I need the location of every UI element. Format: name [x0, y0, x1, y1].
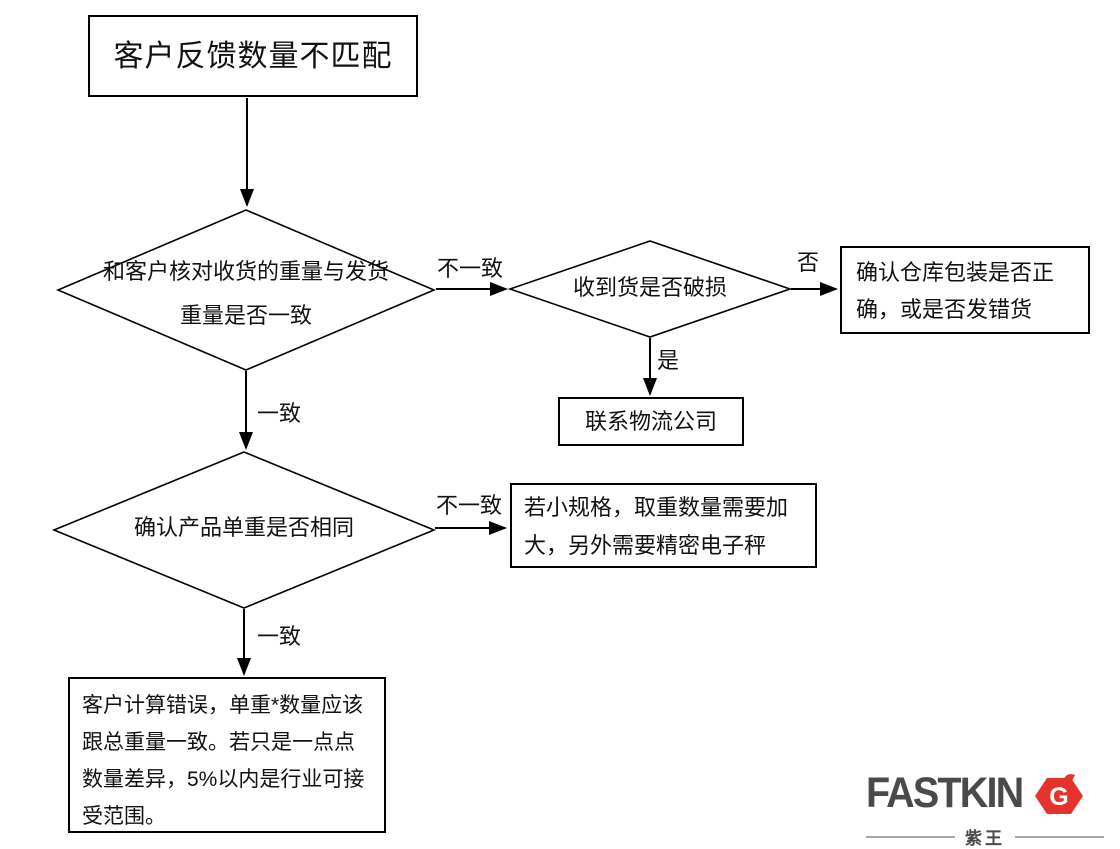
- logo-divider-left: [866, 835, 955, 838]
- edge-label-match-2: 一致: [257, 624, 302, 649]
- fastking-logo: FASTKIN G 紫王: [866, 772, 1110, 849]
- decision-damaged-label: 收到货是否破损: [572, 275, 727, 300]
- logo-brand-text: FASTKIN: [866, 769, 1024, 817]
- action-warehouse-node: 确认仓库包装是否正确，或是否发错货: [840, 246, 1090, 334]
- edge-label-no: 否: [797, 250, 820, 275]
- logo-cn-name: 紫王: [965, 829, 1005, 848]
- edge-label-match-1: 一致: [257, 401, 302, 426]
- action-logistics-node: 联系物流公司: [558, 397, 744, 446]
- decision-unit-weight-label: 确认产品单重是否相同: [133, 515, 354, 540]
- decision-weight-check-diamond: [55, 209, 437, 371]
- logo-hexagon-g-icon: G: [1034, 774, 1083, 814]
- decision-damaged-diamond: [507, 240, 793, 338]
- logo-g-letter: G: [1049, 783, 1068, 811]
- edge-label-yes: 是: [657, 348, 680, 373]
- start-node: 客户反馈数量不匹配: [88, 15, 418, 97]
- action-scale-node: 若小规格，取重数量需要加大，另外需要精密电子秤: [510, 483, 817, 568]
- decision-weight-check-label: 和客户核对收货的重量与发货重量是否一致: [102, 259, 389, 328]
- action-calc-node: 客户计算错误，单重*数量应该跟总重量一致。若只是一点点数量差异，5%以内是行业可…: [68, 677, 386, 833]
- logo-divider-right: [1015, 835, 1104, 838]
- edge-label-mismatch-2: 不一致: [436, 493, 503, 518]
- edge-label-mismatch-1: 不一致: [437, 256, 504, 281]
- decision-unit-weight-diamond: [51, 451, 437, 609]
